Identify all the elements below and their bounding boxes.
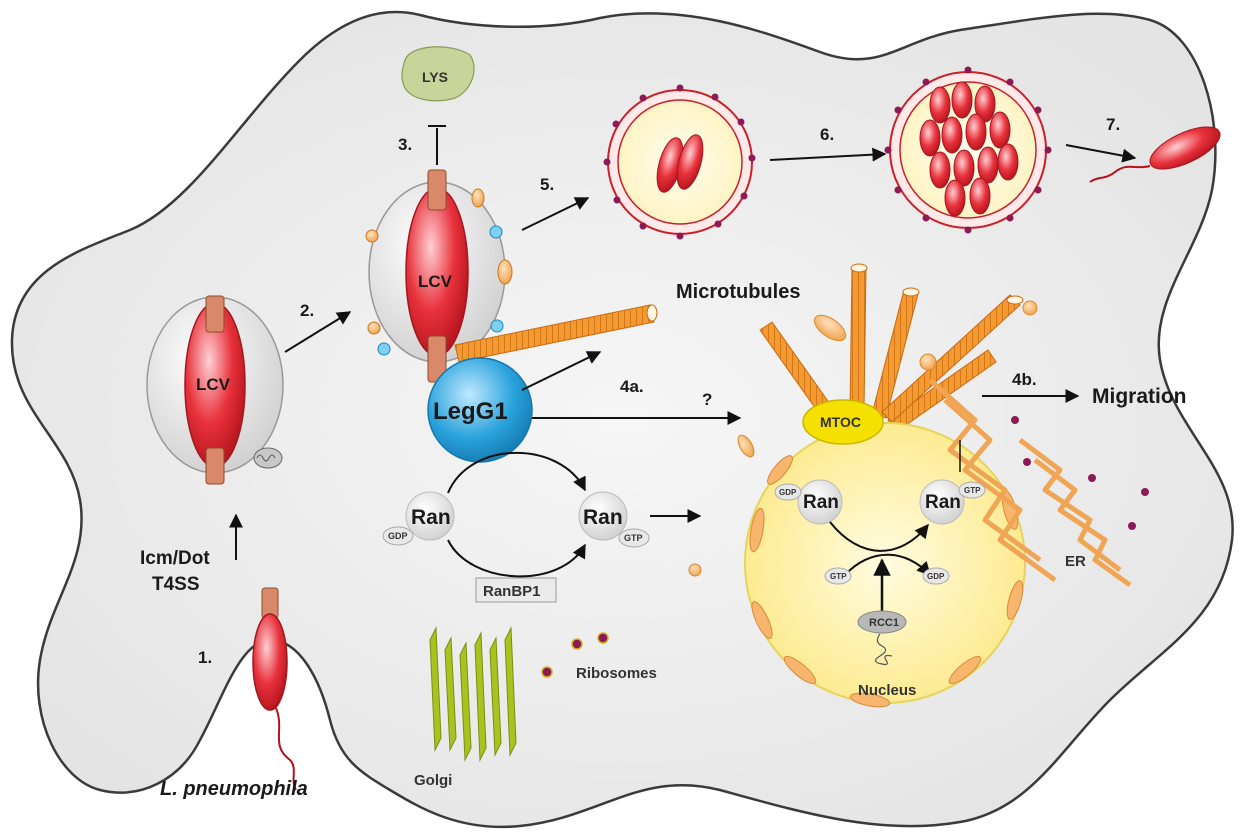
gdp-label-cyt: GDP — [388, 531, 408, 541]
mtoc-label: MTOC — [820, 414, 861, 430]
arrow-step-6 — [769, 147, 887, 162]
t4ss-label: T4SS — [152, 574, 200, 595]
step-6-label: 6. — [820, 125, 834, 144]
golgi-label: Golgi — [414, 772, 452, 789]
gtp-label-nuc-1: GTP — [964, 486, 981, 495]
er-label: ER — [1065, 553, 1086, 570]
legg1-label: LegG1 — [433, 398, 508, 425]
microtubule-lcv — [454, 304, 658, 363]
microtubules-label: Microtubules — [676, 281, 800, 303]
gtp-label-cyt: GTP — [624, 533, 643, 543]
ribosomes — [541, 632, 609, 678]
ran-label-nuc-1: Ran — [803, 492, 839, 513]
step-1-label: 1. — [198, 648, 212, 667]
question-mark: ? — [702, 390, 712, 409]
step-4b-label: 4b. — [1012, 370, 1037, 389]
er-ribosomes — [1011, 416, 1149, 530]
step-4a-label: 4a. — [620, 377, 644, 396]
nucleus-label: Nucleus — [858, 682, 916, 699]
ribosomes-label: Ribosomes — [576, 665, 657, 682]
endoplasmic-reticulum — [928, 378, 1132, 588]
legg1-protein — [427, 357, 533, 463]
lys-label: LYS — [422, 69, 448, 85]
arrow-step-2 — [284, 311, 352, 353]
golgi-apparatus — [429, 626, 517, 762]
step-2-label: 2. — [300, 301, 314, 320]
migration-label: Migration — [1092, 385, 1187, 408]
replication-vacuole-late — [884, 66, 1052, 234]
ran-gdp-nucleus — [797, 479, 843, 525]
lcv-label-2: LCV — [418, 272, 453, 291]
arrow-legg1-microtubules — [521, 351, 602, 391]
arrow-step-7 — [1065, 144, 1137, 163]
ran-label-nuc-2: Ran — [925, 492, 961, 513]
entering-bacterium — [252, 587, 297, 791]
step-5-label: 5. — [540, 175, 554, 194]
vesicles — [688, 300, 1038, 577]
pathogen-name: L. pneumophila — [160, 778, 308, 800]
step-3-label: 3. — [398, 135, 412, 154]
step-7-label: 7. — [1106, 115, 1120, 134]
mitochondrion-icon — [253, 447, 283, 469]
ran-gtp-cytoplasm — [578, 491, 628, 541]
lcv-mature — [365, 169, 513, 383]
rcc1-protein — [857, 610, 907, 634]
icm-dot-label: Icm/Dot — [140, 548, 210, 569]
ranbp1-label: RanBP1 — [483, 583, 541, 600]
lcv-initial — [146, 295, 284, 485]
gtp-label-nuc-2: GTP — [830, 572, 847, 581]
rcc1-label: RCC1 — [869, 617, 899, 629]
lcv-label-1: LCV — [196, 375, 231, 394]
ran-label-cyt-2: Ran — [583, 506, 623, 529]
mtoc — [802, 399, 884, 445]
chromatin-icon — [874, 633, 893, 666]
lysosome — [401, 46, 475, 102]
ran-gdp-cytoplasm — [405, 491, 455, 541]
ran-label-cyt-1: Ran — [411, 506, 451, 529]
released-bacterium — [1089, 126, 1221, 183]
replication-vacuole-early — [603, 84, 756, 240]
gdp-label-nuc-2: GDP — [927, 572, 945, 581]
arrow-step-5 — [521, 197, 590, 231]
ranbp1-box — [475, 577, 557, 603]
gdp-label-nuc-1: GDP — [779, 488, 797, 497]
ran-gtp-nucleus — [919, 479, 965, 525]
